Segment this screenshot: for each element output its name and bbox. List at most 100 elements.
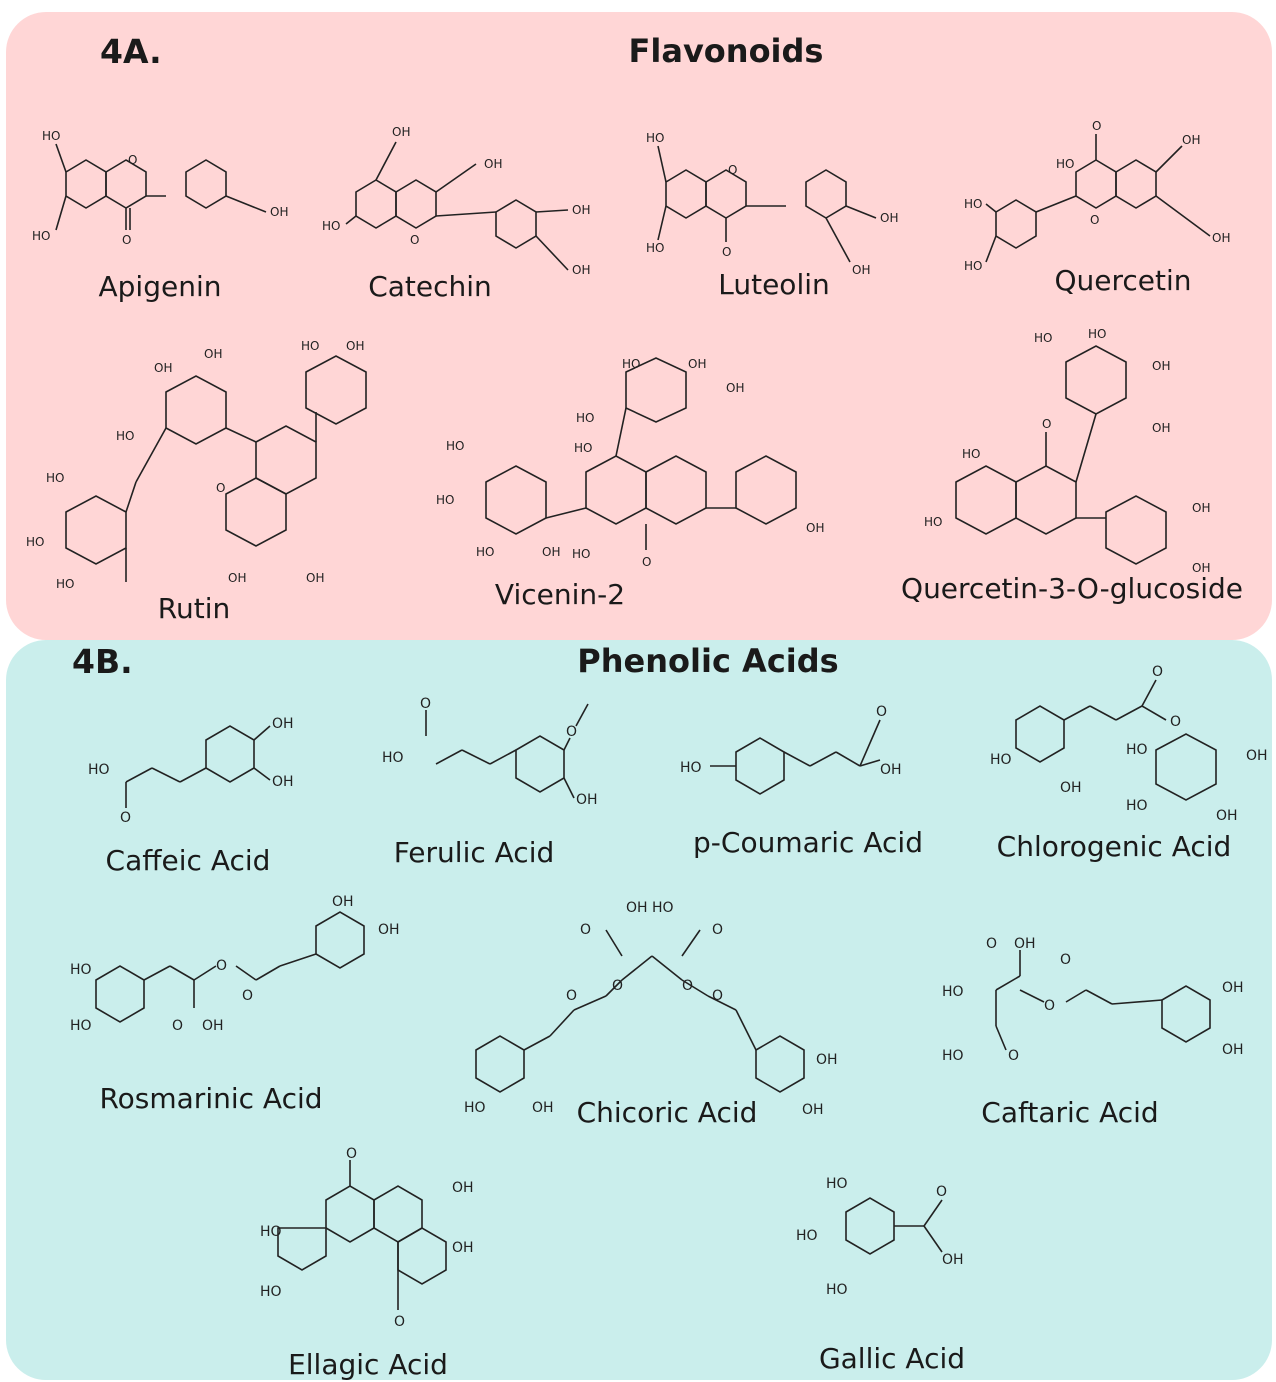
svg-text:O: O: [1042, 417, 1051, 431]
svg-text:O: O: [712, 988, 723, 1004]
compound-label: Ferulic Acid: [393, 836, 555, 869]
svg-text:OH: OH: [392, 125, 410, 139]
svg-text:OH: OH: [1152, 421, 1170, 435]
svg-text:O: O: [580, 922, 591, 938]
compound-label: Caftaric Acid: [981, 1096, 1159, 1129]
svg-text:OH: OH: [726, 381, 744, 395]
chlorogenic-acid-structure: O O HO HO OH OH HO OH: [990, 664, 1268, 824]
compound-label: Chlorogenic Acid: [996, 830, 1232, 863]
svg-text:HO: HO: [964, 197, 982, 211]
svg-text:OH: OH: [1192, 501, 1210, 515]
svg-text:HO: HO: [942, 1048, 964, 1064]
svg-text:HO: HO: [572, 547, 590, 561]
compound-label: Catechin: [368, 270, 492, 303]
svg-text:O: O: [986, 936, 997, 952]
svg-text:OH: OH: [1060, 780, 1082, 796]
svg-text:OH: OH: [576, 792, 598, 808]
svg-text:OH: OH: [1182, 133, 1200, 147]
svg-text:OH: OH: [880, 762, 902, 778]
panel-phenolic-acids: 4B. Phenolic Acids HO O OH OH Caffeic Ac…: [6, 640, 1272, 1380]
luteolin-structure: HO HO O O OH OH: [646, 131, 898, 277]
svg-text:OH: OH: [452, 1180, 474, 1196]
compound-label: Chicoric Acid: [576, 1096, 758, 1129]
compound-label: Quercetin-3-O-glucoside: [901, 572, 1243, 605]
svg-text:HO: HO: [574, 441, 592, 455]
svg-text:HO: HO: [1056, 157, 1074, 171]
svg-text:OH: OH: [802, 1102, 824, 1118]
svg-text:HO: HO: [942, 984, 964, 1000]
compound-label: Rutin: [157, 592, 231, 625]
svg-text:HO: HO: [42, 129, 60, 143]
quercetin-3-o-glucoside-structure: O HO HO OH OH HO HO OH OH: [924, 327, 1210, 575]
svg-text:O: O: [1152, 664, 1163, 680]
svg-text:O: O: [712, 922, 723, 938]
svg-text:HO: HO: [964, 259, 982, 273]
vicenin-2-structure: HO OH HO OH HO HO HO OH HO HO O OH: [436, 357, 824, 569]
svg-text:O: O: [612, 978, 623, 994]
svg-text:O: O: [410, 233, 419, 247]
compound-label: Luteolin: [718, 268, 830, 301]
svg-text:OH: OH: [852, 263, 870, 277]
svg-text:OH: OH: [204, 347, 222, 361]
svg-text:OH: OH: [228, 571, 246, 585]
svg-text:HO: HO: [924, 515, 942, 529]
panel-b-label: 4B.: [72, 642, 133, 681]
svg-text:O: O: [242, 988, 253, 1004]
svg-text:OH: OH: [346, 339, 364, 353]
svg-text:HO: HO: [56, 577, 74, 591]
svg-text:O: O: [936, 1184, 947, 1200]
rosmarinic-acid-structure: O O OH O OH OH HO HO: [70, 894, 400, 1034]
svg-text:OH: OH: [1216, 808, 1238, 824]
svg-text:HO: HO: [962, 447, 980, 461]
rutin-structure: HO OH OH OH HO HO HO HO O OH OH: [26, 339, 367, 591]
svg-text:HO: HO: [646, 241, 664, 255]
compound-label: Apigenin: [98, 270, 222, 303]
svg-text:O: O: [120, 810, 131, 826]
svg-text:O: O: [122, 233, 131, 247]
svg-text:OH: OH: [880, 211, 898, 225]
svg-text:OH: OH: [626, 900, 648, 916]
svg-text:O: O: [128, 153, 137, 167]
svg-text:OH: OH: [154, 361, 172, 375]
panel-a-title: Flavonoids: [628, 32, 824, 70]
svg-text:O: O: [216, 481, 225, 495]
svg-text:O: O: [394, 1314, 405, 1330]
svg-text:O: O: [876, 704, 887, 720]
panel-b-title: Phenolic Acids: [577, 642, 839, 680]
svg-text:HO: HO: [1126, 798, 1148, 814]
svg-text:OH: OH: [806, 521, 824, 535]
panel-flavonoids: 4A. Flavonoids HO HO O OH O Apigenin OH …: [6, 12, 1272, 640]
gallic-acid-structure: O OH HO HO HO: [796, 1176, 964, 1298]
svg-text:HO: HO: [260, 1284, 282, 1300]
svg-text:OH: OH: [572, 203, 590, 217]
compound-label: Ellagic Acid: [288, 1348, 448, 1380]
compound-label: Rosmarinic Acid: [99, 1082, 323, 1115]
svg-text:O: O: [1092, 119, 1101, 133]
compound-label: p-Coumaric Acid: [693, 826, 923, 859]
caftaric-acid-structure: O OH HO O O HO O OH OH: [942, 936, 1244, 1064]
svg-text:OH: OH: [816, 1052, 838, 1068]
svg-text:HO: HO: [301, 339, 319, 353]
svg-text:HO: HO: [646, 131, 664, 145]
svg-text:HO: HO: [1126, 742, 1148, 758]
chicoric-acid-structure: O OH HO O O O O O HO OH OH OH: [464, 900, 838, 1118]
svg-text:HO: HO: [88, 762, 110, 778]
svg-text:O: O: [216, 958, 227, 974]
svg-text:HO: HO: [622, 357, 640, 371]
svg-text:HO: HO: [826, 1282, 848, 1298]
svg-text:HO: HO: [796, 1228, 818, 1244]
svg-text:HO: HO: [436, 493, 454, 507]
compound-label: Vicenin-2: [494, 578, 626, 611]
p-coumaric-acid-structure: O OH HO: [680, 704, 902, 795]
svg-text:O: O: [1044, 998, 1055, 1014]
svg-text:HO: HO: [680, 760, 702, 776]
svg-text:OH: OH: [572, 263, 590, 277]
svg-text:HO: HO: [322, 219, 340, 233]
svg-text:OH: OH: [688, 357, 706, 371]
svg-text:OH: OH: [1212, 231, 1230, 245]
svg-text:HO: HO: [26, 535, 44, 549]
svg-text:HO: HO: [70, 962, 92, 978]
svg-text:O: O: [642, 555, 651, 569]
svg-text:OH: OH: [272, 716, 294, 732]
svg-text:O: O: [1060, 952, 1071, 968]
